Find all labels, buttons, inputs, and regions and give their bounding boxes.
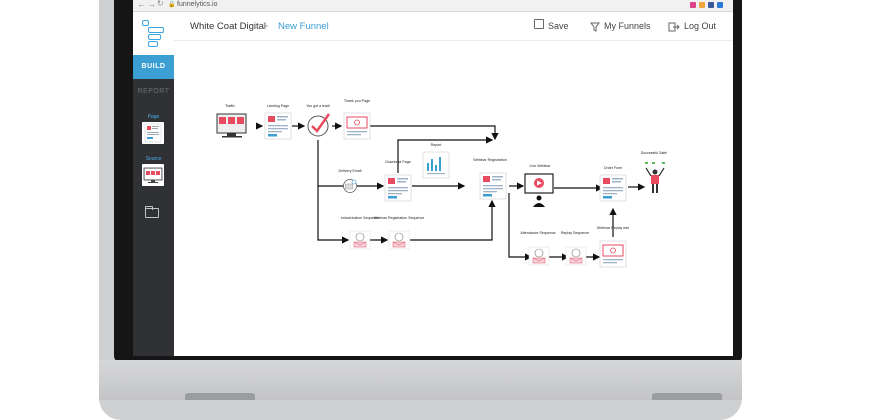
save-icon[interactable] [534,19,544,29]
extension-icon-3[interactable] [708,2,714,8]
download-page-node[interactable]: Download Page [384,160,412,202]
report-node[interactable]: Report [422,143,450,179]
laptop-foot-right [652,393,722,400]
traffic-label: Traffic [225,104,235,108]
successful-sale-label: Successful Sale! [641,151,668,155]
folder-icon[interactable] [145,206,159,218]
replay-sequence-label: Replay Sequence [561,231,589,235]
thank-you-page-label: Thank you Page [344,99,370,103]
extension-icon-2[interactable] [699,2,705,8]
delivery-email-label: Delivery Email [339,169,362,173]
source-palette-item[interactable] [142,164,164,186]
order-form-label: Order Form [604,166,623,170]
webinar-registration-sequence-node[interactable]: Webinar Registration Sequence [374,216,425,250]
browser-toolbar: ← → ↻ 🔒 funnelytics.io [133,0,733,12]
landing-page-label: Landing Page [267,104,289,108]
laptop-foot-left [185,393,255,400]
funnelytics-logo [133,12,174,55]
attendance-sequence-node[interactable]: Attendance Sequence [520,231,556,266]
source-palette-label: Source [145,156,162,162]
replay-sequence-node[interactable]: Replay Sequence [561,231,589,266]
report-label: Report [431,143,442,147]
logout-button[interactable]: Log Out [684,21,717,31]
indoctrination-sequence-node[interactable]: Indoctrination Sequence [341,216,380,250]
back-icon[interactable]: ← [137,0,146,9]
forward-icon[interactable]: → [147,0,156,9]
webinar-replay-node[interactable]: Webinar Replay edn [597,226,630,268]
page-palette-label: Page [147,114,160,120]
order-form-node[interactable]: Order Form [599,166,627,202]
extension-icon-1[interactable] [690,2,696,8]
delivery-email-node[interactable]: Delivery Email [339,169,362,193]
webinar-registration-node[interactable]: Webinar Registration [473,158,507,200]
webinar-registration-label: Webinar Registration [473,158,507,162]
build-tab[interactable]: BUILD [133,55,174,79]
page-palette-item[interactable] [142,122,164,144]
traffic-node[interactable]: Traffic [216,104,247,138]
app-header: White Coat Digital > New Funnel Save My … [174,12,733,41]
save-button[interactable]: Save [548,21,569,31]
landing-page-node[interactable]: Landing Page [264,104,292,140]
breadcrumb-funnel[interactable]: New Funnel [278,21,329,32]
webinar-replay-label: Webinar Replay edn [597,226,630,230]
download-page-label: Download Page [385,160,410,164]
live-webinar-label: Live Webinar [530,164,552,168]
funnel-icon[interactable] [590,19,600,32]
sidebar: BUILD REPORT Page Source [133,12,174,356]
attendance-sequence-label: Attendance Sequence [520,231,555,235]
breadcrumb-separator: > [263,21,269,32]
successful-sale-node[interactable]: Successful Sale! [641,151,668,193]
lock-icon: 🔒 [168,2,176,8]
my-funnels-button[interactable]: My Funnels [604,21,651,31]
extension-icon-4[interactable] [717,2,723,8]
thank-you-page-node[interactable]: Thank you Page [343,99,371,140]
lead-node[interactable]: You got a lead! [306,104,331,137]
funnel-diagram: Traffic Landing Page You got a lead! [216,99,668,268]
live-webinar-node[interactable]: Live Webinar [524,164,554,207]
breadcrumb-project[interactable]: White Coat Digital [190,21,267,32]
lead-label: You got a lead! [306,104,330,108]
app-screen: ← → ↻ 🔒 funnelytics.io BUILD REPORT Page [133,0,733,356]
logout-icon[interactable] [668,19,680,32]
reload-icon[interactable]: ↻ [157,0,164,8]
funnel-canvas[interactable]: Traffic Landing Page You got a lead! [174,41,733,356]
report-tab[interactable]: REPORT [137,88,170,95]
indoctrination-sequence-label: Indoctrination Sequence [341,216,380,220]
webinar-registration-sequence-label: Webinar Registration Sequence [374,216,425,220]
url-bar[interactable]: funnelytics.io [177,1,218,8]
